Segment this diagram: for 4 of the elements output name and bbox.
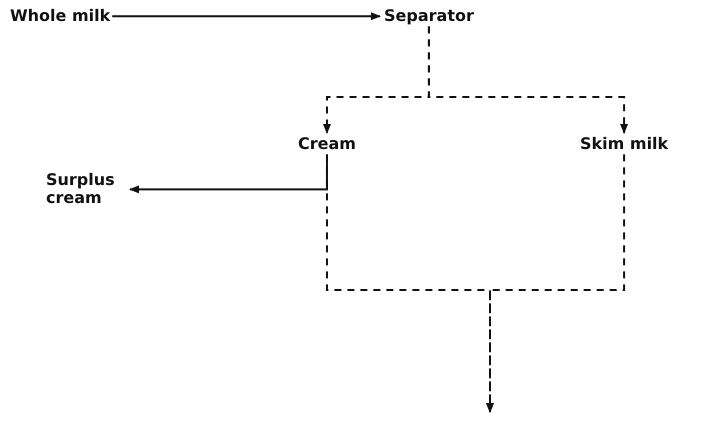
flow-arrow <box>112 12 381 20</box>
flow-arrow <box>486 154 626 413</box>
flow-arrow <box>428 26 628 134</box>
process-label: Separator <box>382 6 476 26</box>
